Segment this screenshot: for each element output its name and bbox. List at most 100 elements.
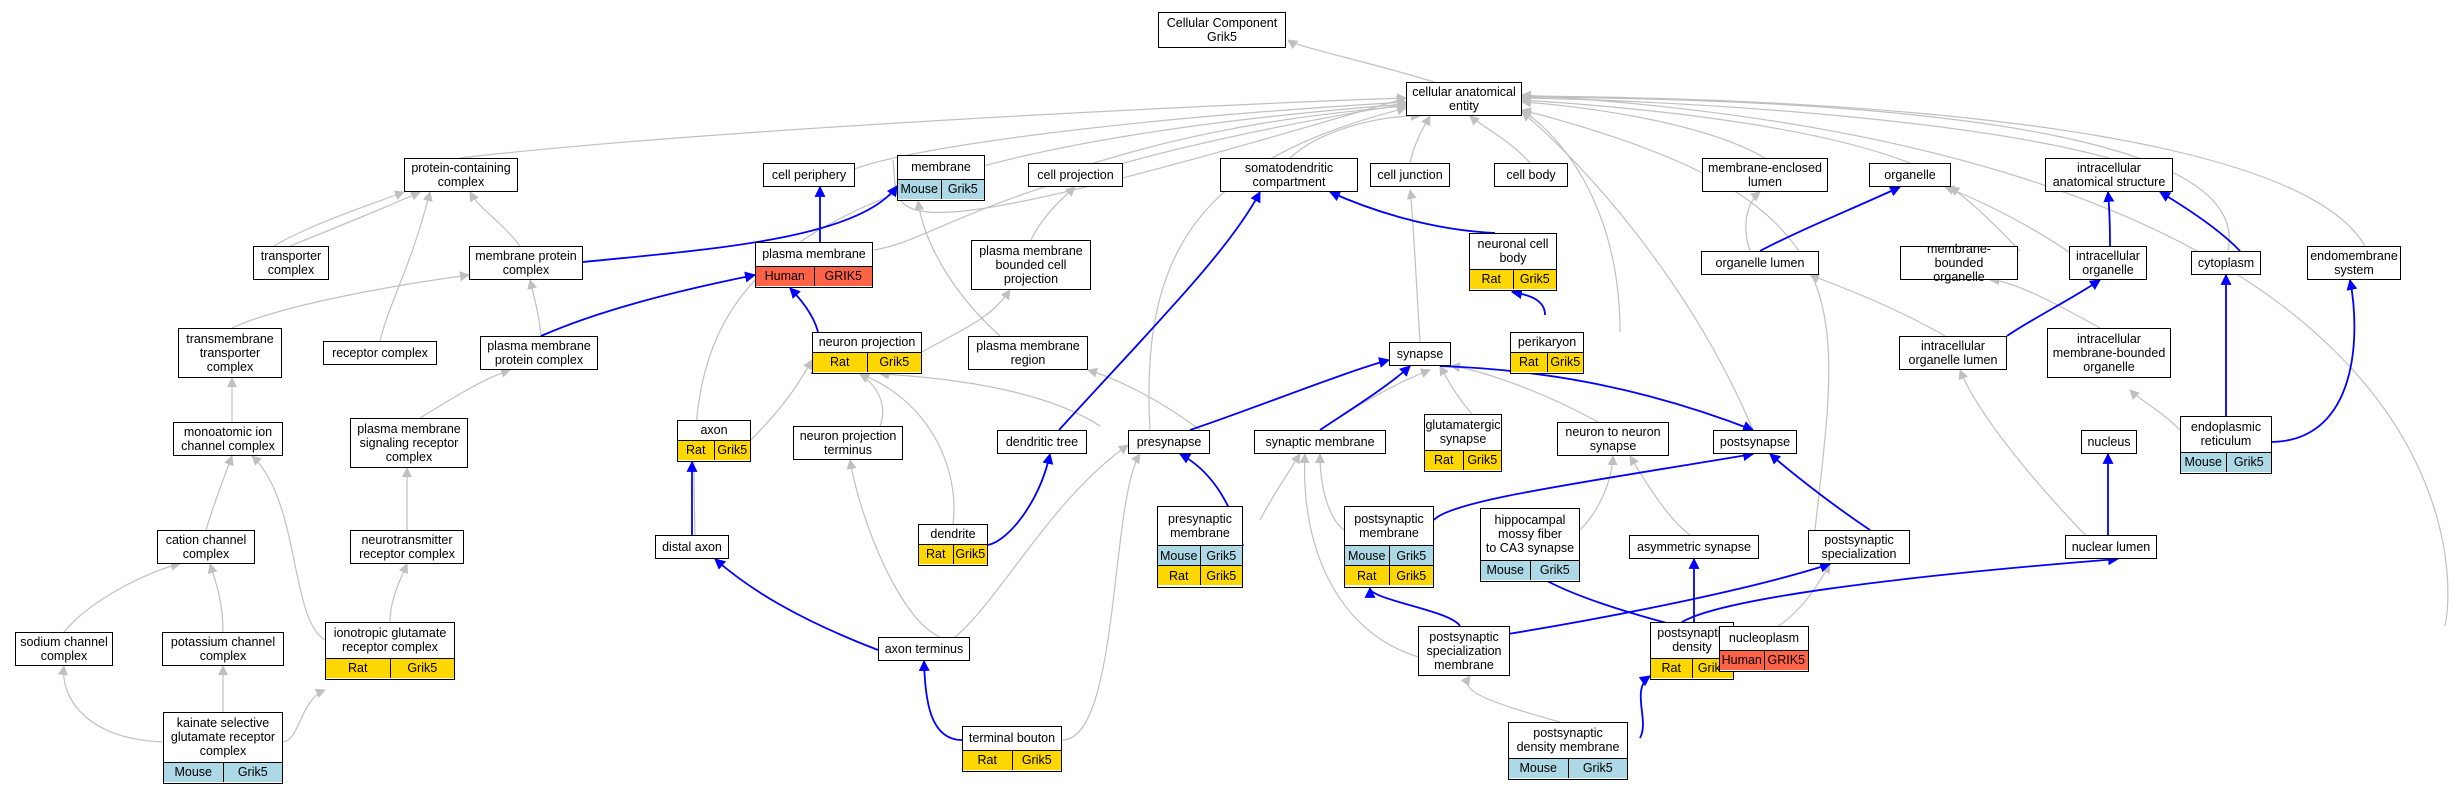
go-term-node-iol[interactable]: intracellular organelle lumen	[1899, 336, 2007, 370]
is-a-edge	[1521, 109, 1621, 333]
node-label: membrane protein complex	[475, 248, 577, 277]
go-term-node-npt[interactable]: neuron projection terminus	[793, 426, 903, 460]
go-term-node-intraorg[interactable]: intracellular organelle	[2069, 246, 2147, 280]
go-term-node-intraanat[interactable]: intracellular anatomical structure	[2045, 158, 2173, 192]
go-term-node-mpc[interactable]: membrane protein complex	[469, 246, 583, 280]
go-term-node-synapse[interactable]: synapse	[1389, 342, 1451, 366]
node-label: synaptic membrane	[1265, 434, 1375, 449]
part-of-edge	[1364, 586, 1461, 627]
go-term-node-scc[interactable]: sodium channel complex	[15, 632, 113, 666]
go-term-node-synmem[interactable]: synaptic membrane	[1254, 430, 1386, 454]
is-a-edge	[846, 459, 941, 638]
node-label: synapse	[1396, 346, 1444, 361]
is-a-edge	[1439, 365, 1473, 415]
go-term-node-cellbody[interactable]: cell body	[1494, 163, 1568, 187]
go-term-node-somato[interactable]: somatodendritic compartment	[1220, 158, 1358, 192]
go-term-node-transporter[interactable]: transporter complex	[253, 246, 329, 280]
go-term-node-pmbcp[interactable]: plasma membrane bounded cell projection	[971, 240, 1091, 290]
go-term-node-endomem[interactable]: endomembrane system	[2307, 246, 2401, 280]
is-a-edge	[1315, 453, 1345, 531]
node-label: endomembrane system	[2310, 248, 2398, 277]
part-of-edge	[2271, 278, 2358, 443]
go-term-node-distaxon[interactable]: distal axon	[655, 535, 729, 559]
gene-badge: Grik5	[1011, 750, 1061, 770]
is-a-edge	[873, 100, 1407, 251]
go-term-node-nrc[interactable]: neurotransmitter receptor complex	[350, 530, 464, 564]
part-of-edge	[2159, 191, 2241, 252]
go-term-node-root[interactable]: Cellular Component Grik5	[1158, 12, 1286, 48]
go-term-node-orglumen[interactable]: organelle lumen	[1701, 251, 1819, 275]
node-label: protein-containing complex	[411, 160, 511, 189]
go-term-node-organelle[interactable]: organelle	[1869, 163, 1951, 187]
node-label: neuron projection	[818, 335, 916, 350]
go-term-node-imbo[interactable]: intracellular membrane-bounded organelle	[2047, 328, 2171, 378]
node-label: axon terminus	[884, 641, 964, 656]
node-label: dendrite	[930, 527, 976, 542]
go-term-node-nuclumen[interactable]: nuclear lumen	[2065, 535, 2157, 559]
go-term-node-pcc2[interactable]: potassium channel complex	[162, 632, 284, 666]
go-term-node-pcc[interactable]: protein-containing complex	[404, 158, 518, 192]
is-a-edge	[914, 200, 1001, 337]
go-term-node-pssm[interactable]: postsynaptic specialization membrane	[1418, 626, 1510, 676]
go-term-node-pmpc[interactable]: plasma membrane protein complex	[480, 336, 598, 370]
go-term-node-cytoplasm[interactable]: cytoplasm	[2191, 251, 2261, 275]
go-term-node-micc[interactable]: monoatomic ion channel complex	[173, 422, 283, 456]
is-a-edge	[1087, 367, 1201, 431]
is-a-edge	[469, 191, 521, 247]
go-term-node-pmsrc[interactable]: plasma membrane signaling receptor compl…	[350, 418, 468, 468]
go-term-node-pmregion[interactable]: plasma membrane region	[968, 336, 1088, 370]
node-label: cell periphery	[771, 167, 847, 182]
go-term-node-n2n[interactable]: neuron to neuron synapse	[1557, 422, 1669, 456]
is-a-edge	[379, 191, 433, 342]
go-term-node-postsyn[interactable]: postsynapse	[1713, 430, 1797, 454]
go-term-node-ccc[interactable]: cation channel complex	[157, 530, 255, 564]
go-term-node-recc[interactable]: receptor complex	[323, 341, 437, 365]
is-a-edge	[63, 560, 181, 633]
go-term-node-axonterm[interactable]: axon terminus	[878, 637, 970, 661]
gene-badge: Grik5	[222, 762, 282, 782]
is-a-edge	[859, 373, 884, 427]
go-term-node-tmtc[interactable]: transmembrane transporter complex	[178, 328, 282, 378]
go-term-node-presyn[interactable]: presynapse	[1128, 430, 1210, 454]
node-label: membrane-enclosed lumen	[1708, 160, 1822, 189]
go-term-node-cellper[interactable]: cell periphery	[763, 163, 855, 187]
go-term-node-mbo[interactable]: membrane-bounded organelle	[1900, 242, 2018, 284]
node-label: sodium channel complex	[20, 634, 108, 663]
go-term-node-celljunc[interactable]: cell junction	[1370, 163, 1450, 187]
go-term-node-cae[interactable]: cellular anatomical entity	[1406, 82, 1522, 116]
go-term-node-ksgrc[interactable]: kainate selective glutamate receptor com…	[163, 712, 283, 784]
go-term-node-nucleus[interactable]: nucleus	[2081, 430, 2137, 454]
is-a-edge	[459, 93, 1407, 159]
gene-badge: Grik5	[1529, 560, 1579, 580]
organism-badge: Human	[1720, 650, 1764, 670]
node-label: cell junction	[1377, 167, 1443, 182]
go-term-node-asymsyn[interactable]: asymmetric synapse	[1629, 535, 1759, 559]
is-a-edge	[1809, 273, 1946, 337]
node-label: postsynaptic density	[1657, 626, 1727, 655]
go-term-node-cellproj[interactable]: cell projection	[1028, 163, 1123, 187]
node-label: nuclear lumen	[2071, 539, 2151, 554]
node-label: asymmetric synapse	[1637, 539, 1751, 554]
go-term-node-pss[interactable]: postsynaptic specialization	[1808, 530, 1910, 564]
go-term-node-dendtree[interactable]: dendritic tree	[997, 430, 1087, 454]
organism-badge: Mouse	[1345, 546, 1389, 565]
go-term-node-melumen[interactable]: membrane-enclosed lumen	[1702, 158, 1828, 192]
is-a-edge	[527, 279, 542, 337]
